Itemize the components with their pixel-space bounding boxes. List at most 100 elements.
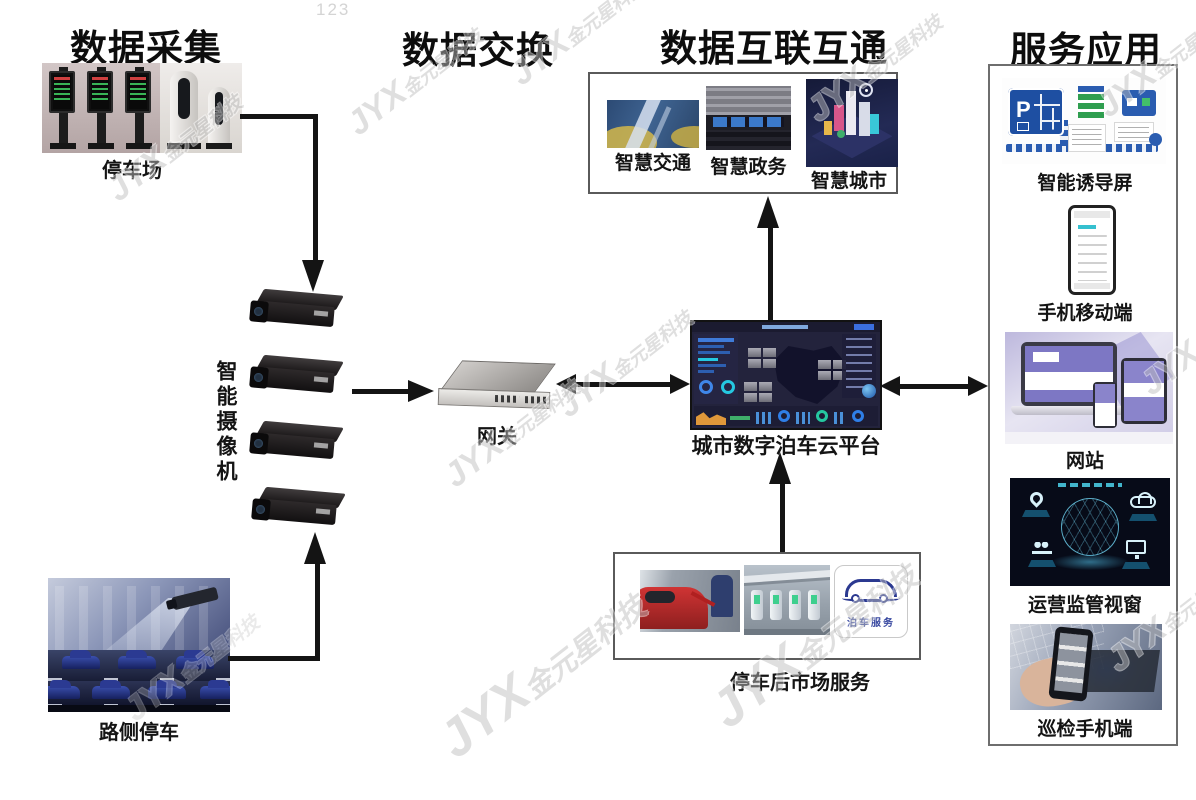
connector-line — [228, 656, 320, 661]
smart-camera-label: 智能摄像机 — [214, 360, 237, 485]
connector-line — [780, 482, 785, 552]
smart-city-image — [806, 79, 898, 167]
car-icon — [48, 680, 80, 699]
inspection-phone-image — [1010, 624, 1162, 710]
bar-chart — [834, 412, 846, 424]
pillar-terminal-icon — [167, 71, 201, 149]
cloud-icon — [1130, 492, 1156, 508]
arrow-right-icon — [408, 380, 434, 402]
arrow-up-icon — [304, 532, 326, 564]
connector-line — [898, 384, 972, 389]
arrow-up-icon — [757, 196, 779, 228]
entry-kiosk-icon — [86, 65, 116, 153]
smart-government-label: 智慧政务 — [710, 157, 787, 178]
handheld-phone-icon — [1048, 626, 1094, 702]
dashboard-left-panel — [694, 334, 738, 404]
camera-lens — [249, 300, 269, 323]
guidance-screen-label: 智能诱导屏 — [1037, 173, 1133, 194]
arrow-left-icon — [556, 374, 576, 394]
entry-kiosk-icon — [124, 65, 154, 153]
kiosk-screen — [125, 71, 151, 113]
car-icon — [92, 680, 130, 699]
refueling-image — [640, 570, 740, 632]
sign-map — [1034, 94, 1060, 130]
building-icon — [859, 101, 871, 136]
inspection-phone-label: 巡检手机端 — [1037, 719, 1133, 740]
connector-line — [315, 562, 320, 661]
guidance-screen-image: P — [1002, 78, 1166, 164]
dashboard-bottom-strip — [694, 406, 878, 426]
smart-traffic-image — [607, 100, 699, 148]
charger-icon — [769, 590, 782, 620]
globe-icon — [862, 384, 876, 398]
services-box: P 智能诱导屏 手机移动端 网站 — [988, 64, 1178, 746]
gateway-label: 网关 — [477, 426, 517, 448]
pillar-terminal-icon — [205, 87, 233, 149]
building-icon — [870, 114, 880, 135]
building-icon — [833, 105, 844, 132]
mobile-app-image — [1068, 205, 1116, 295]
header-data-exchange: 数据交换 — [402, 30, 554, 71]
corner-note: 123 — [316, 0, 351, 19]
bar-chart — [756, 412, 772, 424]
connector-line — [574, 382, 674, 387]
phone-icon — [1093, 382, 1117, 428]
supervision-window-image — [1010, 478, 1170, 586]
mobile-app-label: 手机移动端 — [1037, 303, 1133, 324]
kiosk-screen — [49, 71, 75, 113]
info-card — [1114, 122, 1154, 142]
building-icon — [824, 121, 833, 136]
supervision-window-label: 运营监管视窗 — [1027, 595, 1142, 616]
website-label: 网站 — [1065, 451, 1104, 472]
bar-chart — [796, 412, 810, 424]
aftermarket-label: 停车后市场服务 — [730, 672, 870, 694]
arrow-left-icon — [880, 376, 900, 396]
camera-lens — [249, 432, 269, 455]
cloud-platform-dashboard-image — [690, 320, 882, 430]
tablet-icon — [1121, 358, 1167, 424]
arrow-down-icon — [302, 260, 324, 292]
vehicle-thumbnails — [744, 382, 772, 402]
attendant-icon — [711, 575, 733, 617]
parking-sign-icon: P — [1008, 88, 1064, 136]
parking-sign-letter: P — [1016, 97, 1031, 122]
car-icon — [176, 650, 214, 669]
smart-camera-icon — [248, 354, 344, 406]
ev-charging-image — [744, 565, 830, 635]
info-card — [1068, 124, 1106, 152]
gauge-ring — [721, 380, 735, 394]
logo-text: 泊车服务 — [847, 618, 895, 629]
roadside-parking-label: 路侧停车 — [99, 722, 179, 744]
smart-city-label: 智慧城市 — [810, 171, 887, 192]
car-icon — [148, 680, 186, 699]
car-icon — [118, 650, 156, 669]
smart-camera-icon — [250, 486, 346, 538]
vehicle-thumbnails — [748, 348, 776, 368]
guidance-board-icon — [1078, 86, 1104, 118]
building-icon — [846, 91, 857, 136]
header-data-collection: 数据采集 — [70, 28, 222, 69]
donut-chart — [778, 410, 790, 422]
connector-line — [768, 226, 773, 320]
smart-camera-icon — [248, 288, 344, 340]
smart-government-image — [706, 86, 791, 150]
signal-icon — [859, 82, 874, 97]
platform-label: 城市数字泊车云平台 — [691, 435, 881, 458]
watermark-brand: JYX — [339, 73, 414, 144]
donut-chart — [852, 410, 864, 422]
watermark: JYX金元星科技 — [549, 308, 697, 426]
connector-line — [240, 114, 316, 119]
app-screen — [1074, 211, 1110, 289]
charger-icon — [788, 590, 801, 620]
guidance-board-icon — [1122, 90, 1156, 116]
kiosk-screen — [87, 71, 113, 113]
aftermarket-box: 泊车服务 — [613, 552, 921, 660]
roadside-parking-image — [48, 578, 230, 712]
website-image — [1005, 332, 1173, 444]
entry-kiosk-icon — [48, 65, 78, 153]
gauge-ring — [699, 380, 713, 394]
car-icon — [62, 650, 100, 669]
arrow-up-icon — [769, 452, 791, 484]
area-chart — [696, 412, 726, 425]
